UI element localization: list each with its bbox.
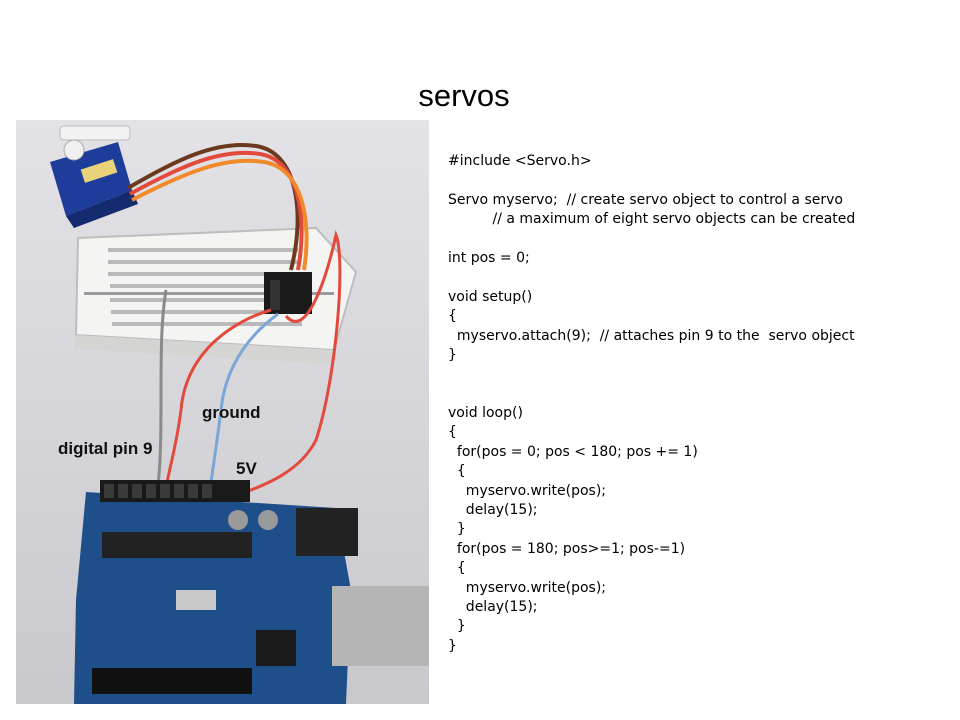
code-line: } — [448, 618, 466, 635]
code-line: Servo myservo; // create servo object to… — [448, 191, 843, 208]
code-line: int pos = 0; — [448, 249, 530, 266]
code-line: myservo.attach(9); // attaches pin 9 to … — [448, 327, 855, 344]
label-ground: ground — [202, 403, 261, 422]
code-line: { — [448, 308, 457, 325]
breadboard — [74, 226, 358, 364]
code-line: } — [448, 346, 457, 363]
code-line — [448, 171, 948, 190]
code-line: for(pos = 0; pos < 180; pos += 1) — [448, 443, 698, 460]
code-line: } — [448, 521, 466, 538]
code-line: myservo.write(pos); — [448, 579, 607, 596]
code-line: void loop() — [448, 405, 523, 422]
code-line: { — [448, 560, 466, 577]
label-5v: 5V — [236, 459, 257, 478]
code-line — [448, 385, 948, 404]
slide-title: servos — [418, 78, 510, 113]
arduino-servo-photo: ground digital pin 9 5V — [16, 120, 429, 704]
code-line: myservo.write(pos); — [448, 482, 607, 499]
arduino-board — [74, 480, 429, 704]
code-line — [448, 268, 948, 287]
code-line: for(pos = 180; pos>=1; pos-=1) — [448, 540, 686, 557]
label-digital-pin-9: digital pin 9 — [58, 439, 152, 458]
code-line — [448, 365, 948, 384]
code-listing: #include <Servo.h> Servo myservo; // crea… — [448, 152, 948, 656]
code-line: #include <Servo.h> — [448, 153, 592, 169]
code-line: } — [448, 637, 457, 654]
photo-illustration: ground digital pin 9 5V — [16, 120, 429, 704]
code-line — [448, 230, 948, 249]
code-line: void setup() — [448, 288, 533, 305]
servo-motor — [50, 125, 138, 228]
code-line: delay(15); — [448, 502, 538, 519]
code-line: { — [448, 463, 466, 480]
code-line: delay(15); — [448, 598, 538, 615]
code-line: // a maximum of eight servo objects can … — [448, 211, 856, 228]
code-line: { — [448, 424, 457, 441]
